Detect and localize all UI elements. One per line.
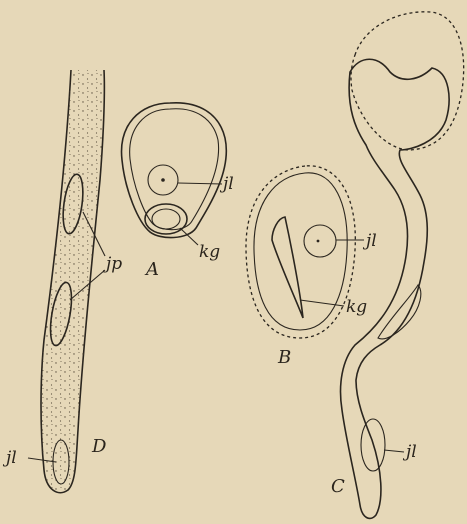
label-panel-d: D bbox=[91, 436, 107, 457]
label-d-jp: jp bbox=[102, 254, 122, 274]
label-d-jl: jl bbox=[2, 448, 17, 468]
c-tube-body bbox=[341, 59, 450, 518]
panel-d-tube bbox=[28, 70, 105, 493]
b-tube-nucleus bbox=[304, 225, 336, 257]
label-panel-b: B bbox=[277, 347, 291, 368]
b-generative-cell bbox=[272, 217, 303, 318]
a-generative-nucleus bbox=[152, 209, 180, 229]
b-nucleolus bbox=[317, 240, 320, 243]
label-c-jl: jl bbox=[402, 442, 417, 462]
label-panel-c: C bbox=[331, 476, 345, 497]
a-nucleolus bbox=[161, 178, 165, 182]
c-jl-leader bbox=[384, 450, 404, 452]
label-b-kg: kg bbox=[346, 297, 367, 317]
panel-a-grain bbox=[122, 103, 227, 245]
c-generative-cell bbox=[378, 285, 421, 339]
panel-c-germination bbox=[341, 12, 464, 519]
b-inner-wall bbox=[254, 173, 347, 330]
label-a-kg: kg bbox=[199, 242, 220, 262]
a-jl-leader bbox=[178, 183, 222, 184]
label-panel-a: A bbox=[144, 259, 159, 280]
tube-d-fill bbox=[41, 70, 104, 493]
label-b-jl: jl bbox=[362, 231, 377, 251]
